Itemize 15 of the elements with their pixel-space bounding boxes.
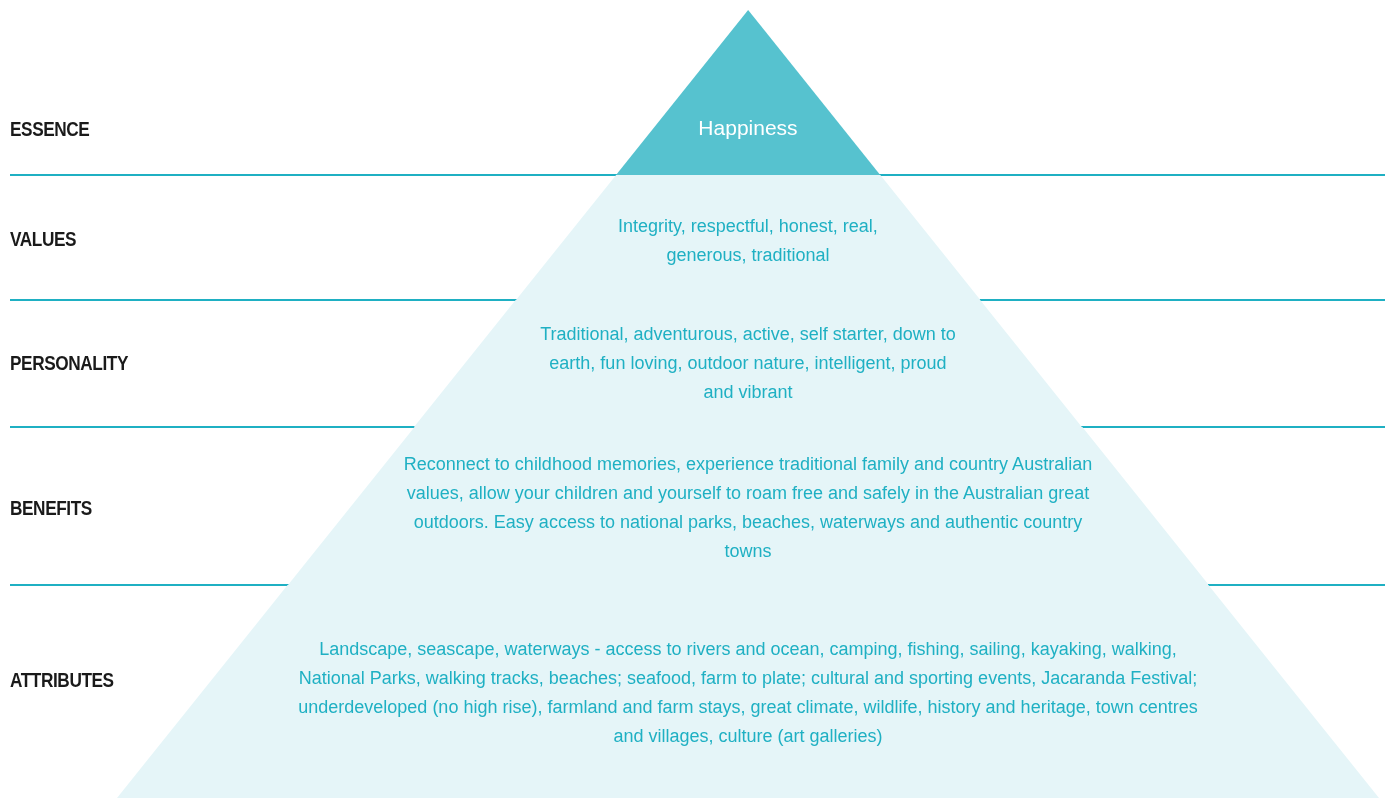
row-label: ESSENCE <box>10 117 90 141</box>
pyramid-band <box>515 175 981 300</box>
band-text: Traditional, adventurous, active, self starter, down to earth, fun loving, outdoor nature, intelligent, proud and vibrant <box>539 323 957 404</box>
pyramid-band <box>287 427 1209 585</box>
row-label: VALUES <box>10 227 77 251</box>
band-text: Integrity, respectful, honest, real, generous, traditional <box>617 215 879 267</box>
band-text: Happiness <box>697 115 799 141</box>
pyramid-band <box>414 300 1082 427</box>
pyramid-band <box>117 585 1379 798</box>
row-label: ATTRIBUTES <box>10 668 114 692</box>
band-text: Reconnect to childhood memories, experience traditional family and country Australian values, allow your children and yourself to roam free and safely in the Australian great outdoors. Easy access to national parks, beaches, waterways and authentic country towns <box>402 453 1094 563</box>
row-label: BENEFITS <box>10 496 92 520</box>
band-text: Landscape, seascape, waterways - access to rivers and ocean, camping, fishing, sailing, kayaking, walking, National Parks, walking tracks, beaches; seafood, farm to plate; cultural and sporting events, Jacaranda Festival; underdeveloped (no high rise), farmland and farm stays, great climate, wildlife, history and heritage, town centres and villages, culture (art galleries) <box>297 638 1199 748</box>
pyramid-apex <box>615 10 881 175</box>
row-label: PERSONALITY <box>10 351 128 375</box>
